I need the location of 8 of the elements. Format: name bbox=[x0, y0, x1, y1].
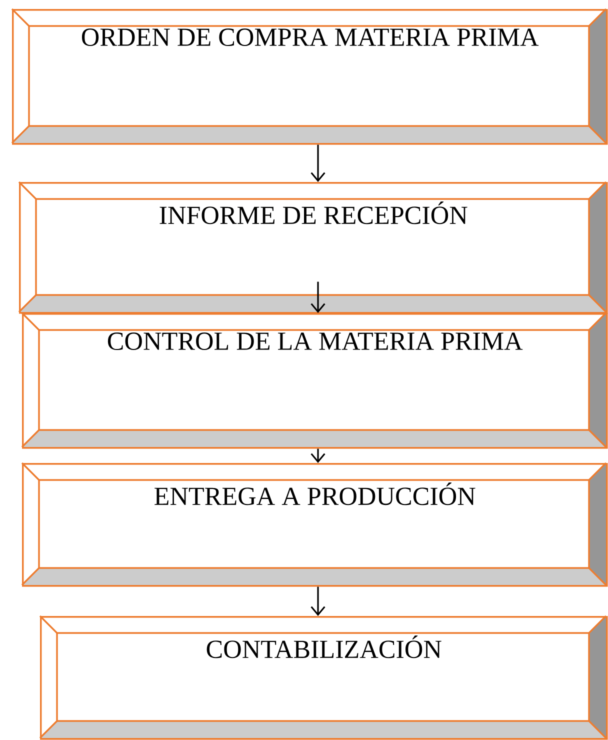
process-box: ORDEN DE COMPRA MATERIA PRIMA bbox=[11, 8, 608, 145]
process-box: CONTABILIZACIÓN bbox=[39, 615, 608, 740]
arrow bbox=[310, 586, 326, 616]
process-box: INFORME DE RECEPCIÓN bbox=[18, 181, 608, 314]
arrow bbox=[310, 144, 326, 182]
arrow bbox=[310, 282, 326, 313]
process-box: CONTROL DE LA MATERIA PRIMA bbox=[21, 312, 608, 449]
process-box: ENTREGA A PRODUCCIÓN bbox=[21, 462, 608, 587]
